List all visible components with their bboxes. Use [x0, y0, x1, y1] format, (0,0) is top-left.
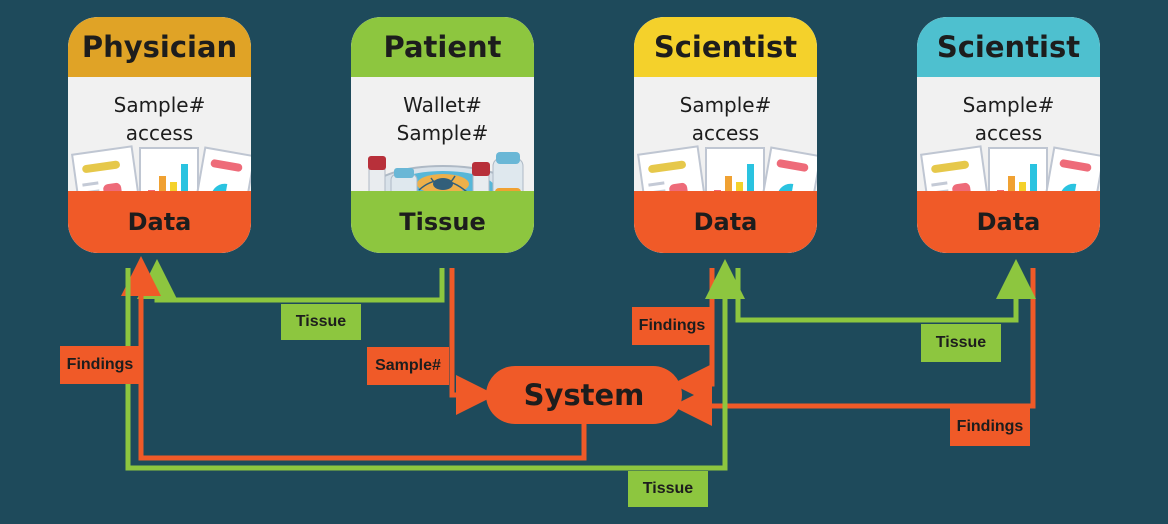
card-title: Scientist [917, 17, 1100, 77]
label-tissue-right: Tissue [921, 324, 1001, 362]
patient-card: Patient Wallet# Sample# Tissue [351, 17, 534, 253]
card-foot: Data [68, 191, 251, 253]
card-foot: Data [917, 191, 1100, 253]
card-line: Sample# [396, 121, 489, 145]
card-line: Sample# [962, 93, 1055, 117]
card-title: Physician [68, 17, 251, 77]
label-findings-right: Findings [950, 408, 1030, 446]
card-text: Wallet# Sample# [351, 91, 534, 147]
scientist-card-1: Scientist Sample# access Data [634, 17, 817, 253]
card-line: access [125, 121, 194, 145]
card-line: Sample# [679, 93, 772, 117]
arrow-system-to-physician-findings [121, 256, 587, 461]
arrow-scientist1-to-system-findings [672, 268, 715, 404]
system-node: System [486, 366, 682, 424]
arrow-patient-to-system-sample [449, 268, 496, 415]
arrow-scientist2-to-system-findings [672, 268, 1036, 426]
arrow-patient-to-physician-tissue [137, 259, 445, 303]
label-findings-mid: Findings [632, 307, 712, 345]
card-foot: Tissue [351, 191, 534, 253]
card-text: Sample# access [917, 91, 1100, 147]
scientist-card-2: Scientist Sample# access Data [917, 17, 1100, 253]
card-foot: Data [634, 191, 817, 253]
card-line: access [691, 121, 760, 145]
card-text: Sample# access [634, 91, 817, 147]
label-tissue-top: Tissue [281, 304, 361, 340]
card-text: Sample# access [68, 91, 251, 147]
physician-card: Physician Sample# access Data [68, 17, 251, 253]
card-title: Scientist [634, 17, 817, 77]
label-sample: Sample# [367, 347, 449, 385]
label-tissue-bottom: Tissue [628, 471, 708, 507]
card-title: Patient [351, 17, 534, 77]
card-line: Sample# [113, 93, 206, 117]
label-findings-left: Findings [60, 346, 140, 384]
card-line: access [974, 121, 1043, 145]
arrow-scientist1-to-scientist2-tissue [735, 259, 1036, 323]
card-line: Wallet# [403, 93, 482, 117]
